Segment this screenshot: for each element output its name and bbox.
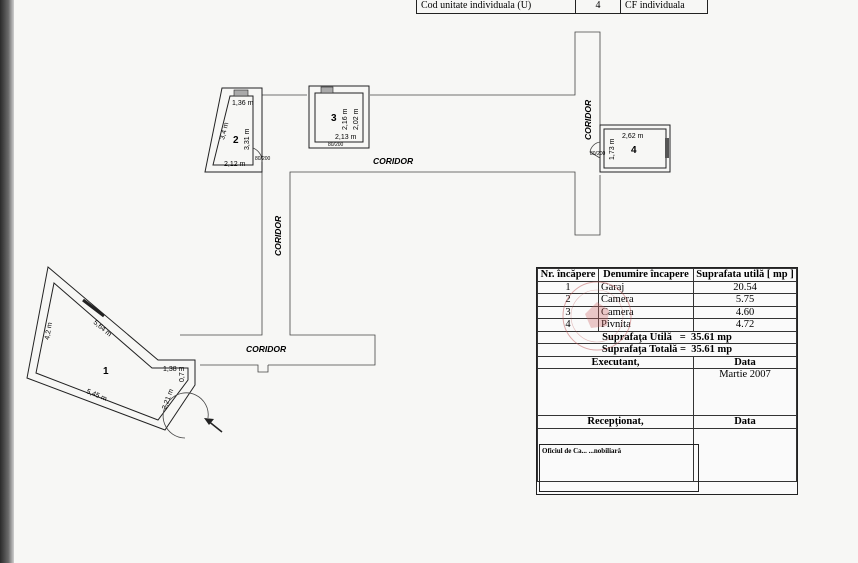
room-2: 2 1,36 m 3,4 m 3,31 m 2,12 m 80/200 xyxy=(204,87,271,173)
ocpi-text: Oficiul de Ca... ...nobiliară xyxy=(542,447,622,455)
ocpi-stamp: Oficiul de Ca... ...nobiliară xyxy=(539,444,699,492)
svg-text:80/200: 80/200 xyxy=(255,156,271,162)
cell-area: 5.75 xyxy=(693,293,797,307)
data-label: Data xyxy=(693,355,797,369)
cell-area: 4.60 xyxy=(693,305,797,319)
svg-text:80/200: 80/200 xyxy=(328,142,344,148)
svg-text:0,7: 0,7 xyxy=(179,372,186,382)
room-4: 4 2,62 m 1,73 m 80/200 xyxy=(589,124,671,173)
svg-text:5,64 m: 5,64 m xyxy=(92,319,113,338)
corridor-outline xyxy=(180,31,601,373)
svg-text:3: 3 xyxy=(331,113,337,124)
svg-text:2,02 m: 2,02 m xyxy=(353,108,360,130)
room-3: 3 2,16 m 2,02 m 2,13 m 80/200 xyxy=(308,85,370,149)
svg-text:2,16 m: 2,16 m xyxy=(342,108,349,130)
entrance-arrow-icon xyxy=(204,418,223,433)
svg-text:3,4 m: 3,4 m xyxy=(219,122,230,141)
data-label-2: Data xyxy=(693,415,797,429)
receptionat-label: Recepţionat, xyxy=(537,415,694,429)
svg-text:2,13 m: 2,13 m xyxy=(335,134,357,141)
official-seal-stamp xyxy=(562,281,632,351)
svg-text:1,36 m: 1,36 m xyxy=(232,100,254,107)
svg-text:3,31 m: 3,31 m xyxy=(244,128,251,150)
cell-area: 20.54 xyxy=(693,280,797,294)
svg-text:4,2 m: 4,2 m xyxy=(44,322,54,341)
room-1: 1 4,2 m 5,64 m 5,45 m 1,38 m 0,7 2,21 m xyxy=(26,266,209,439)
header-area: Suprafata utilă [ mp ] xyxy=(693,268,797,282)
header-right-label: CF individuala xyxy=(625,0,685,11)
svg-text:1: 1 xyxy=(103,366,109,377)
corridor-label: CORIDOR xyxy=(583,99,593,140)
svg-text:80/200: 80/200 xyxy=(590,151,606,157)
room-legend-table: Nr. încăpere Denumire încapere Suprafata… xyxy=(536,267,798,495)
svg-text:2,62 m: 2,62 m xyxy=(622,133,644,140)
svg-text:1,38 m: 1,38 m xyxy=(163,366,185,373)
legend-header-row: Nr. încăpere Denumire încapere Suprafata… xyxy=(537,268,797,282)
corridor-label: CORIDOR xyxy=(273,215,283,256)
suprafata-utila: Suprafaţa Utilă = 35.61 mp xyxy=(537,330,797,344)
header-table: Cod unitate individuala (U) 4 CF individ… xyxy=(416,0,708,14)
scan-edge xyxy=(0,0,14,563)
corridor-label: CORIDOR xyxy=(373,156,414,166)
svg-text:1,73 m: 1,73 m xyxy=(609,138,616,160)
header-value: 4 xyxy=(576,0,621,13)
executant-label: Executant, xyxy=(537,355,694,369)
svg-text:2: 2 xyxy=(233,135,239,146)
cell-area: 4.72 xyxy=(693,318,797,332)
svg-text:2,12 m: 2,12 m xyxy=(224,161,246,168)
header-label: Cod unitate individuala (U) xyxy=(417,0,576,13)
data-value: Martie 2007 xyxy=(693,368,797,416)
svg-text:4: 4 xyxy=(631,145,637,156)
corridor-label: CORIDOR xyxy=(246,344,287,354)
